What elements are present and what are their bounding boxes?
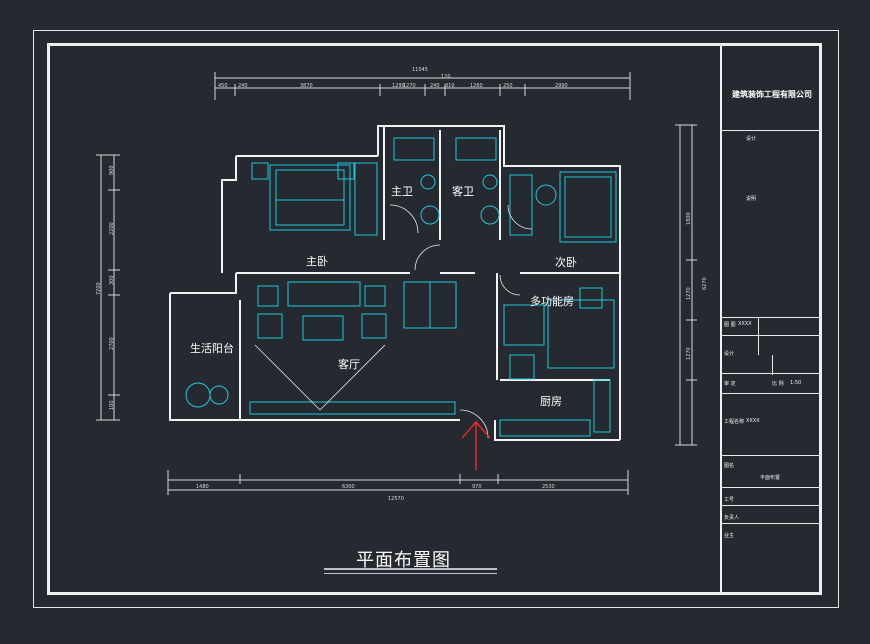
- tb-scale-label: 比 例: [772, 381, 784, 387]
- tb-num-label: 工号: [724, 497, 735, 503]
- svg-text:1270: 1270: [403, 83, 416, 89]
- svg-text:1290: 1290: [392, 83, 405, 89]
- tb-sheet-label: 图名: [724, 463, 735, 469]
- svg-text:450: 450: [218, 83, 228, 89]
- svg-text:970: 970: [472, 484, 482, 490]
- tb-drawing-no-value: XXXX: [738, 321, 752, 327]
- svg-text:900: 900: [109, 165, 115, 175]
- svg-text:2700: 2700: [109, 337, 115, 350]
- svg-text:1270: 1270: [686, 347, 692, 360]
- company-name: 建筑装饰工程有限公司: [732, 90, 812, 99]
- drawing-inner-frame: [47, 43, 822, 595]
- svg-text:1480: 1480: [196, 484, 209, 490]
- dim-right-total: 6270: [702, 277, 708, 290]
- tb-approve-label: 审 定: [724, 381, 736, 387]
- svg-text:240: 240: [430, 83, 440, 89]
- walls: [169, 125, 621, 441]
- room-label-second-bedroom: 次卧: [555, 256, 577, 269]
- svg-text:3870: 3870: [300, 83, 313, 89]
- room-label-master-bedroom: 主卧: [306, 255, 328, 268]
- tb-check-label: 设计: [724, 351, 735, 357]
- room-label-guest-bath: 客卫: [452, 185, 474, 198]
- tb-note-label: 说明: [746, 196, 757, 202]
- tb-sheet-value: 平面布置: [760, 475, 781, 481]
- tb-project-label: 工程名称: [724, 419, 745, 425]
- entrance-arrow: [461, 421, 491, 470]
- svg-text:1270: 1270: [686, 287, 692, 300]
- title-underline-thin: [324, 573, 497, 574]
- svg-text:250: 250: [503, 83, 513, 89]
- room-label-living-room: 客厅: [338, 358, 360, 371]
- svg-text:240: 240: [238, 83, 248, 89]
- dim-top-total: 11545: [412, 67, 428, 73]
- svg-text:310: 310: [445, 83, 455, 89]
- dimension-lines: [96, 72, 697, 495]
- room-label-master-bath: 主卫: [391, 185, 413, 198]
- tb-owner-label: 业主: [724, 533, 735, 539]
- dim-left-total: 7200: [96, 282, 102, 295]
- dim-top-small: 120: [441, 74, 451, 80]
- svg-text:2530: 2530: [542, 484, 555, 490]
- tb-person-label: 负责人: [724, 515, 740, 521]
- svg-text:300: 300: [109, 275, 115, 285]
- drawing-title: 平面布置图: [356, 550, 451, 571]
- tb-design-label: 设计: [746, 136, 757, 142]
- svg-text:6300: 6300: [342, 484, 355, 490]
- svg-text:1260: 1260: [470, 83, 483, 89]
- svg-text:100: 100: [109, 400, 115, 410]
- svg-text:2200: 2200: [109, 222, 115, 235]
- dim-bottom-total: 12570: [388, 496, 404, 502]
- door-swings: [254, 204, 533, 439]
- room-label-living-balcony: 生活阳台: [190, 342, 234, 355]
- drawing-outer-frame: [33, 30, 839, 608]
- svg-text:2990: 2990: [555, 83, 568, 89]
- title-underline-thick: [324, 568, 497, 570]
- tb-project-value: XXXX: [746, 418, 760, 424]
- tb-scale-value: 1:50: [790, 380, 802, 386]
- room-label-multi-room: 多功能房: [530, 295, 574, 308]
- title-block: [720, 43, 822, 595]
- room-label-kitchen: 厨房: [540, 395, 562, 408]
- svg-text:1800: 1800: [686, 212, 692, 225]
- furniture: [185, 137, 617, 437]
- tb-drawing-no-label: 图 图: [724, 322, 736, 328]
